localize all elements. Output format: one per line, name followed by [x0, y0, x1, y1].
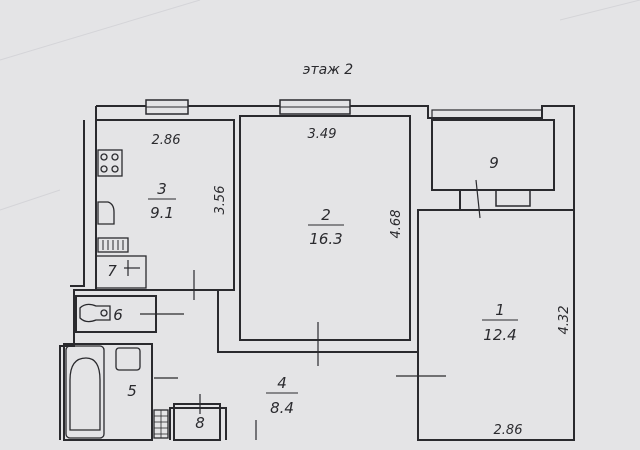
- room-2-area: 16.3: [309, 230, 342, 248]
- room-8-outline: [173, 403, 221, 441]
- room-9-outline: [431, 119, 555, 191]
- room-4-outline: [169, 290, 419, 440]
- window-balcony: [431, 109, 543, 119]
- dim-room2-width: 3.49: [308, 127, 337, 142]
- dim-kitchen-width: 2.86: [152, 133, 181, 148]
- dim-room1-depth: 4.32: [557, 306, 572, 335]
- toilet-icon: [79, 303, 111, 323]
- room-7-number: 7: [107, 262, 117, 280]
- outer-wall: [96, 105, 575, 440]
- room-9-number: 9: [489, 154, 499, 172]
- room-3-area: 9.1: [150, 204, 174, 222]
- room-2-outline: [239, 115, 411, 341]
- fixtures: [65, 149, 169, 439]
- room-1-outline: [417, 209, 575, 441]
- background-grid: [0, 0, 640, 211]
- walls: [59, 99, 575, 441]
- room-3-outline: [95, 119, 235, 291]
- room-1-area: 12.4: [483, 326, 516, 344]
- floor-label: этаж 2: [303, 62, 353, 78]
- room-1-number: 1: [495, 301, 505, 319]
- room-4-number: 4: [277, 374, 287, 392]
- dimension-labels: 2.86 3.56 3.49 4.68 4.32 2.86: [152, 127, 572, 438]
- room-8-number: 8: [195, 414, 205, 432]
- room-6-number: 6: [113, 306, 123, 324]
- dim-room2-depth: 4.68: [389, 210, 404, 239]
- room-4-area: 8.4: [270, 399, 294, 417]
- radiator-icon: [97, 237, 129, 253]
- room-3-number: 3: [157, 180, 167, 198]
- bathtub-icon: [65, 345, 105, 439]
- dim-kitchen-depth: 3.56: [213, 186, 228, 215]
- dim-room1-width: 2.86: [494, 423, 523, 438]
- sink-icon: [97, 201, 115, 225]
- balcony-door: [495, 189, 531, 207]
- room-5-outline: [63, 343, 153, 441]
- inner-wall-outer: [70, 120, 85, 287]
- stove-icon: [97, 149, 123, 177]
- room-2-number: 2: [321, 206, 331, 224]
- washbasin-icon: [115, 347, 141, 371]
- room-5-number: 5: [127, 382, 137, 400]
- room-7-outline: [95, 255, 147, 289]
- room-labels: 3 9.1 2 16.3 1 12.4 4 8.4 5 6 7 8 9: [107, 154, 518, 432]
